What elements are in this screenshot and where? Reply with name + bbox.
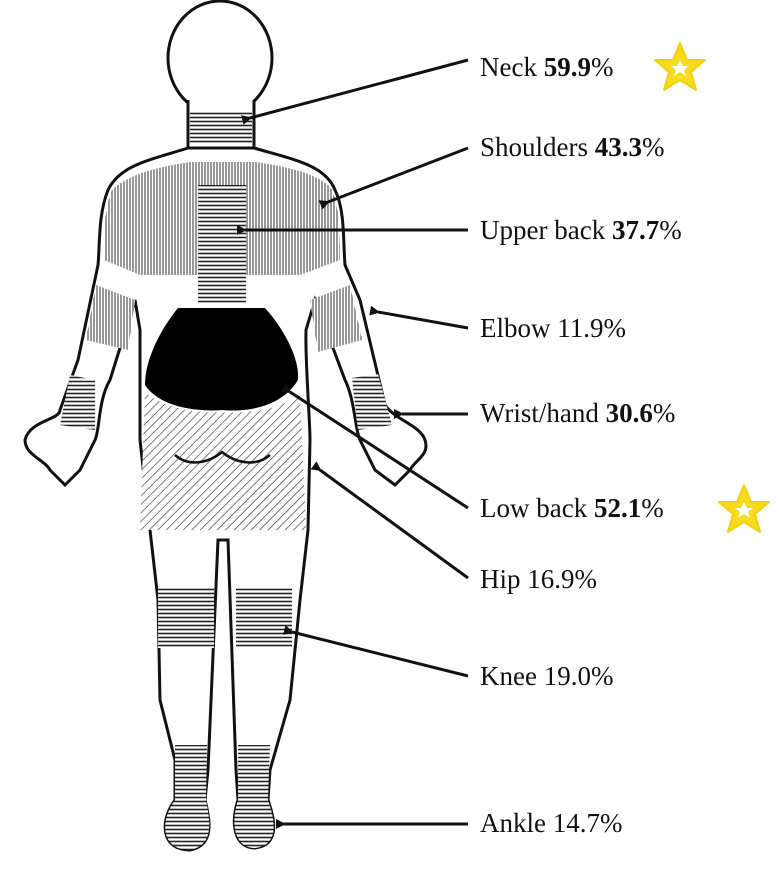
upper-back-shading: [198, 185, 246, 303]
knee-arrow: [292, 632, 468, 676]
ankle-label: Ankle 14.7%: [480, 808, 622, 838]
neck-star-icon: [652, 40, 708, 94]
shoulders-label: Shoulders 43.3%: [480, 132, 665, 162]
left-knee-shading: [158, 588, 214, 648]
upper-back-label: Upper back 37.7%: [480, 215, 682, 245]
right-knee-shading: [236, 588, 292, 648]
low-back-star-icon: [716, 482, 772, 536]
head: [168, 1, 272, 115]
right-ankle-shading: [234, 745, 273, 848]
left-wrist-shading: [60, 375, 95, 430]
hip-shading: [140, 392, 306, 530]
neck-shading: [190, 112, 252, 144]
hip-arrow: [320, 470, 468, 578]
shoulders-arrow: [328, 148, 468, 202]
knee-label: Knee 19.0%: [480, 661, 613, 691]
left-ankle-shading: [165, 745, 209, 850]
neck-arrow: [250, 60, 468, 118]
right-wrist-shading: [352, 374, 392, 430]
hip-label: Hip 16.9%: [480, 564, 597, 594]
elbow-arrow: [378, 312, 468, 328]
neck-label: Neck 59.9%: [480, 52, 613, 82]
low-back-label: Low back 52.1%: [480, 493, 664, 523]
low-back-shading: [145, 308, 298, 411]
elbow-label: Elbow 11.9%: [480, 313, 626, 343]
wrist-hand-label: Wrist/hand 30.6%: [480, 398, 675, 428]
